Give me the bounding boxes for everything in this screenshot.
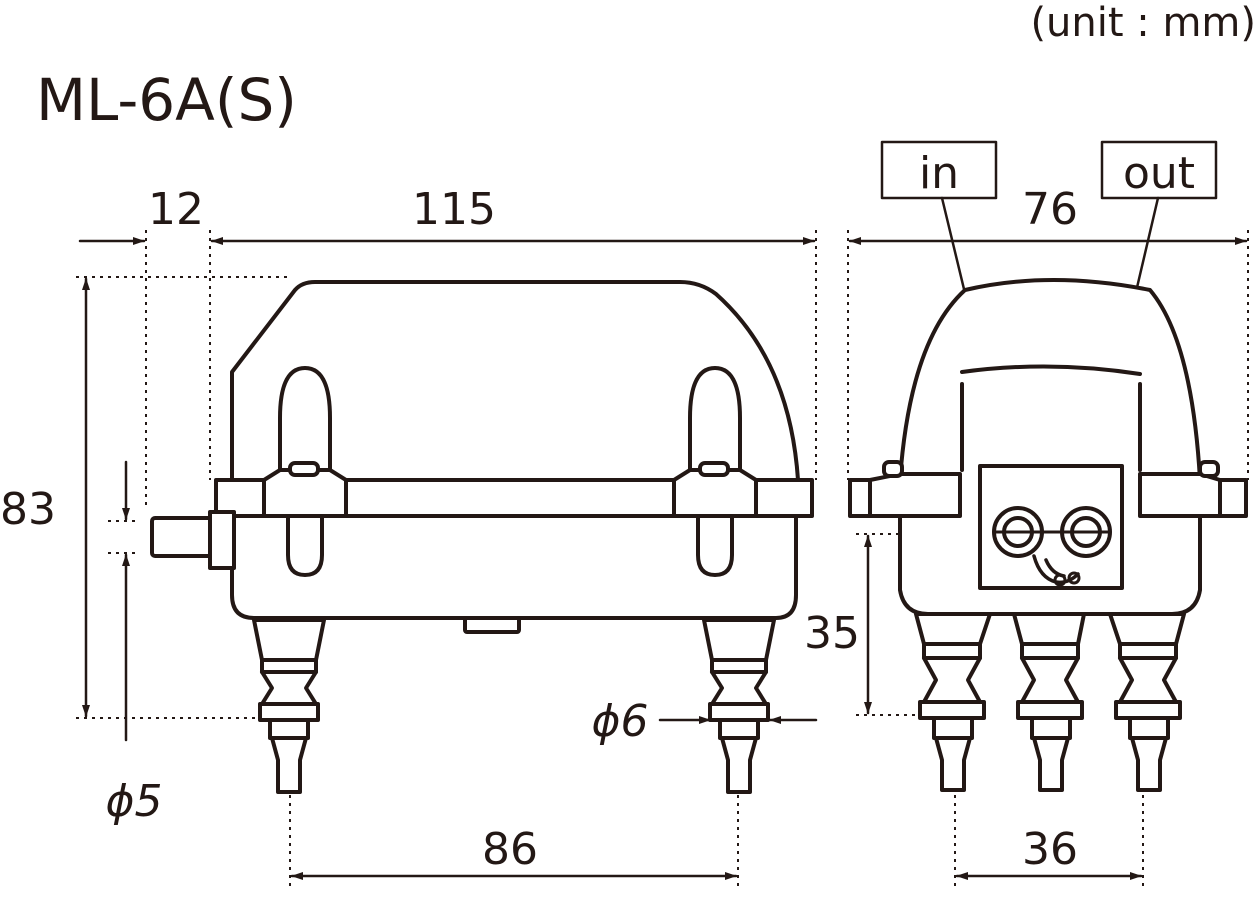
dim-label-phi6: ϕ6	[591, 696, 648, 747]
dim-label-86: 86	[482, 824, 538, 875]
out-label-box: out	[1100, 140, 1218, 200]
in-label-box: in	[880, 140, 998, 200]
pump-front-view	[848, 278, 1248, 628]
dim-label-phi5: ϕ5	[105, 776, 162, 827]
pump-side-view	[150, 280, 814, 634]
svg-text:in: in	[919, 148, 959, 199]
svg-text:out: out	[1123, 148, 1195, 199]
leg-right	[702, 618, 776, 794]
unit-note: (unit : mm)	[1030, 0, 1256, 46]
front-leg-2	[1012, 612, 1086, 792]
dim-label-36: 36	[1022, 824, 1078, 875]
dim-label-35: 35	[804, 608, 860, 659]
dim-label-115: 115	[412, 184, 496, 235]
model-title: ML-6A(S)	[36, 66, 297, 134]
leg-left	[252, 618, 326, 794]
dim-label-76: 76	[1022, 184, 1078, 235]
dim-label-83: 83	[0, 484, 56, 535]
dim-label-12: 12	[148, 184, 204, 235]
dimension-lines	[78, 196, 1248, 880]
front-leg-1	[914, 612, 992, 792]
front-leg-3	[1108, 612, 1186, 792]
extension-lines	[76, 230, 1249, 890]
